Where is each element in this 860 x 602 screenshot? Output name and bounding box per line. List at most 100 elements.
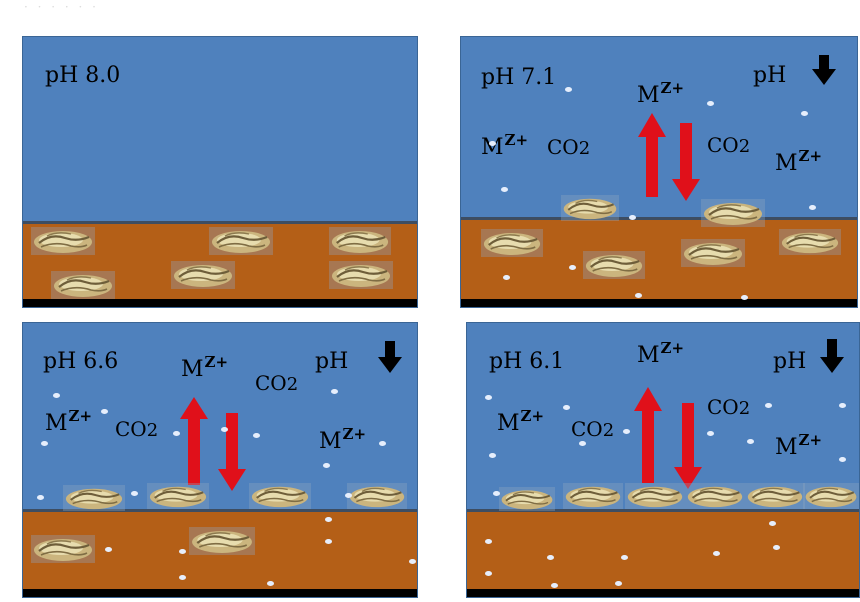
bubble-dot	[489, 141, 496, 146]
bubble-dot	[765, 403, 772, 408]
bubble-dot	[485, 571, 492, 576]
bubble-dot	[325, 539, 332, 544]
metal-ion-label: MZ+	[637, 79, 685, 108]
shell-icon	[31, 535, 95, 563]
shell-icon	[779, 229, 841, 255]
co2-label: CO2	[115, 417, 159, 441]
bubble-dot	[379, 441, 386, 446]
bubble-dot	[615, 581, 622, 586]
shell-icon	[583, 251, 645, 279]
panel-ph-7-1: pH 7.1 MZ+ MZ+ MZ+ CO2 CO2 pH	[460, 36, 858, 308]
bubble-dot	[489, 453, 496, 458]
bubble-dot	[173, 431, 180, 436]
shell-icon	[329, 261, 393, 289]
metal-ion-label: MZ+	[45, 407, 93, 436]
red-down-arrow-icon	[674, 403, 702, 489]
ph-label: pH 8.0	[45, 63, 121, 88]
base-layer	[23, 589, 417, 597]
bubble-dot	[503, 275, 510, 280]
bubble-dot	[37, 495, 44, 500]
co2-label: CO2	[707, 395, 751, 419]
metal-ion-label: MZ+	[637, 339, 685, 368]
shell-icon	[329, 227, 391, 255]
bubble-dot	[809, 205, 816, 210]
bubble-dot	[569, 265, 576, 270]
bubble-dot	[105, 547, 112, 552]
bubble-dot	[565, 87, 572, 92]
bubble-dot	[325, 517, 332, 522]
bubble-dot	[267, 581, 274, 586]
bubble-dot	[579, 441, 586, 446]
panel-ph-6-1: pH 6.1 MZ+ MZ+ MZ+ CO2 CO2 pH	[466, 322, 860, 598]
shell-icon	[745, 483, 805, 509]
bubble-dot	[635, 293, 642, 298]
black-down-arrow-icon	[812, 55, 836, 85]
shell-icon	[63, 485, 125, 511]
ph-label: pH 7.1	[481, 65, 557, 90]
bubble-dot	[485, 539, 492, 544]
base-layer	[467, 589, 859, 597]
metal-ion-label: MZ+	[181, 353, 229, 382]
bubble-dot	[623, 429, 630, 434]
shell-icon	[189, 527, 255, 555]
bubble-dot	[501, 187, 508, 192]
co2-label: CO2	[547, 135, 591, 159]
shell-icon	[31, 227, 95, 255]
shell-icon	[561, 195, 619, 221]
shell-icon	[481, 229, 543, 257]
black-down-arrow-icon	[378, 341, 402, 373]
bubble-dot	[131, 491, 138, 496]
metal-ion-label: MZ+	[319, 425, 367, 454]
base-layer	[23, 299, 417, 307]
metal-ion-label: MZ+	[481, 131, 529, 160]
bubble-dot	[41, 441, 48, 446]
bubble-dot	[839, 457, 846, 462]
bubble-dot	[485, 395, 492, 400]
bubble-dot	[713, 551, 720, 556]
red-down-arrow-icon	[218, 413, 246, 491]
bubble-dot	[707, 431, 714, 436]
shell-icon	[209, 227, 273, 255]
bubble-dot	[629, 215, 636, 220]
panel-ph-8-0: pH 8.0	[22, 36, 418, 308]
shell-icon	[563, 483, 623, 509]
red-up-arrow-icon	[180, 397, 208, 485]
ph-indicator-label: pH	[773, 349, 807, 374]
bubble-dot	[221, 427, 228, 432]
shell-icon	[625, 483, 685, 509]
red-up-arrow-icon	[638, 113, 666, 197]
red-down-arrow-icon	[672, 123, 700, 201]
bubble-dot	[563, 405, 570, 410]
panel-ph-6-6: pH 6.6 MZ+ MZ+ MZ+ CO2 CO2 pH	[22, 322, 418, 598]
bubble-dot	[551, 583, 558, 588]
metal-ion-label: MZ+	[775, 431, 823, 460]
black-down-arrow-icon	[820, 339, 844, 373]
bubble-dot	[253, 433, 260, 438]
bubble-dot	[547, 555, 554, 560]
shell-icon	[51, 271, 115, 299]
bubble-dot	[101, 409, 108, 414]
shell-icon	[685, 483, 745, 509]
co2-label: CO2	[571, 417, 615, 441]
sediment-layer	[467, 509, 859, 597]
shell-icon	[681, 239, 745, 267]
bubble-dot	[409, 559, 416, 564]
shell-icon	[171, 261, 235, 289]
header-fragment: · · · · · ·	[24, 0, 99, 14]
shell-icon	[701, 199, 765, 227]
shell-icon	[803, 483, 859, 509]
bubble-dot	[331, 389, 338, 394]
shell-icon	[249, 483, 311, 509]
sediment-layer	[461, 217, 857, 307]
bubble-dot	[53, 393, 60, 398]
bubble-dot	[179, 575, 186, 580]
bubble-dot	[741, 295, 748, 300]
ph-indicator-label: pH	[315, 349, 349, 374]
metal-ion-label: MZ+	[497, 407, 545, 436]
co2-label: CO2	[707, 133, 751, 157]
shell-icon	[147, 483, 209, 509]
ph-label: pH 6.6	[43, 349, 119, 374]
bubble-dot	[707, 101, 714, 106]
bubble-dot	[801, 111, 808, 116]
co2-label: CO2	[255, 371, 299, 395]
